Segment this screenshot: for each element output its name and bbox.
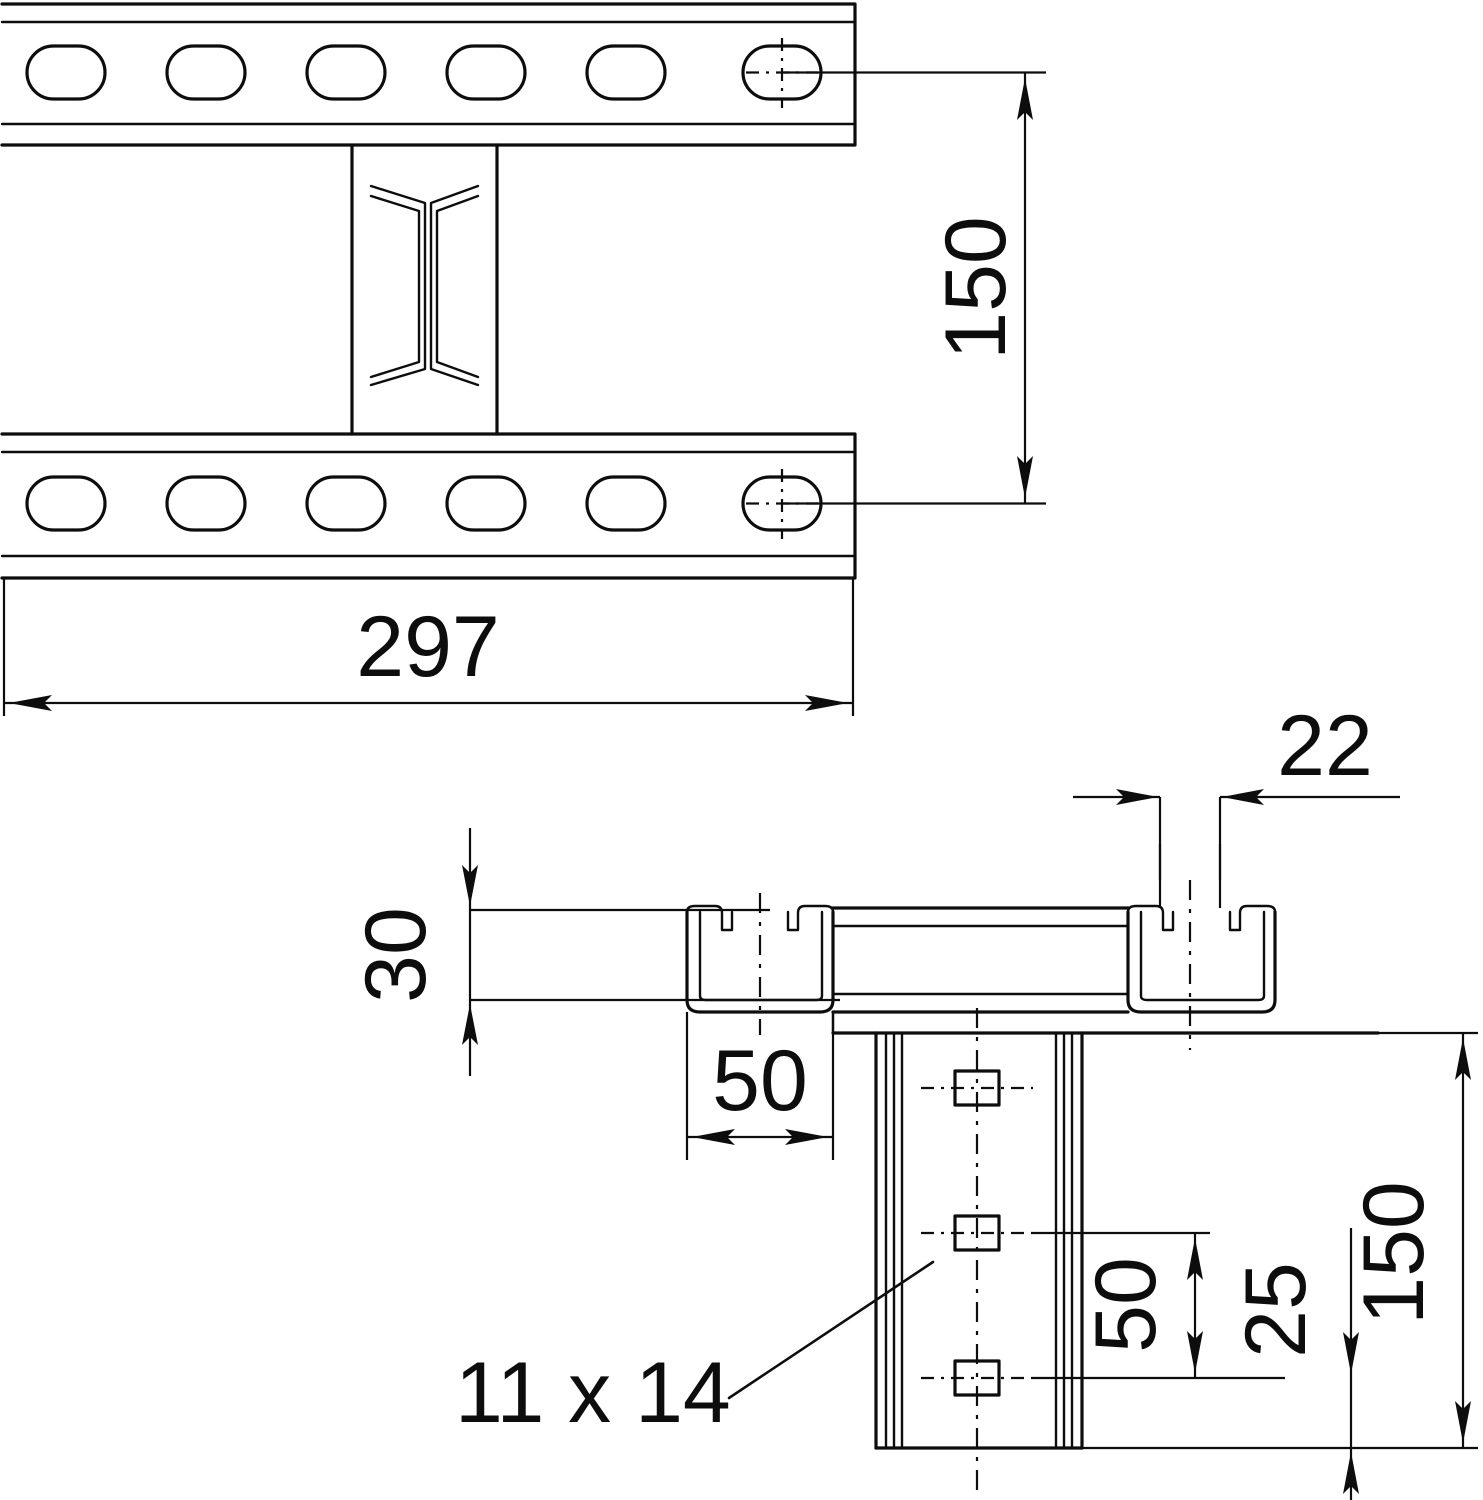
upper-rail-slots: [25, 44, 823, 101]
dimension-25-label: 25: [1228, 1262, 1324, 1358]
dimension-297-label: 297: [356, 599, 500, 695]
dimension-150-top: 150: [782, 71, 1046, 505]
dimension-150-top-label: 150: [928, 216, 1024, 360]
dimension-22-label: 22: [1277, 698, 1373, 794]
dimension-50-width-label: 50: [712, 1033, 808, 1129]
lower-rail-slots: [25, 475, 823, 532]
upper-rail: [0, 2, 857, 147]
channel-profile-left: [685, 893, 835, 1035]
post-hole-2: [921, 1214, 1033, 1252]
dimension-50-pitch: 50: [1033, 1231, 1285, 1380]
dimension-22: 22: [1073, 698, 1400, 908]
dimension-30-label: 30: [348, 907, 444, 1003]
vertical-post: [874, 1008, 1084, 1490]
dimension-297: 297: [2, 578, 855, 716]
note-11x14-label: 11 x 14: [455, 1345, 731, 1441]
central-channel-plan: [350, 143, 499, 436]
dimension-150-post: 150: [1082, 1031, 1478, 1450]
post-hole-3: [921, 1359, 1033, 1397]
dimension-50-pitch-label: 50: [1078, 1257, 1174, 1353]
dimension-25: 25: [1228, 1228, 1359, 1500]
elevation-view-bottom: 22 30: [348, 698, 1478, 1500]
centre-plate: [831, 906, 1380, 1035]
lower-rail: [0, 432, 857, 580]
dimension-50-width: 50: [685, 1012, 835, 1160]
dimension-150-post-label: 150: [1346, 1181, 1442, 1325]
post-hole-1: [921, 1069, 1033, 1107]
channel-profile-right: [1126, 880, 1277, 1050]
plan-view-top: 150 297: [0, 2, 1046, 716]
note-11x14: 11 x 14: [455, 1260, 935, 1441]
